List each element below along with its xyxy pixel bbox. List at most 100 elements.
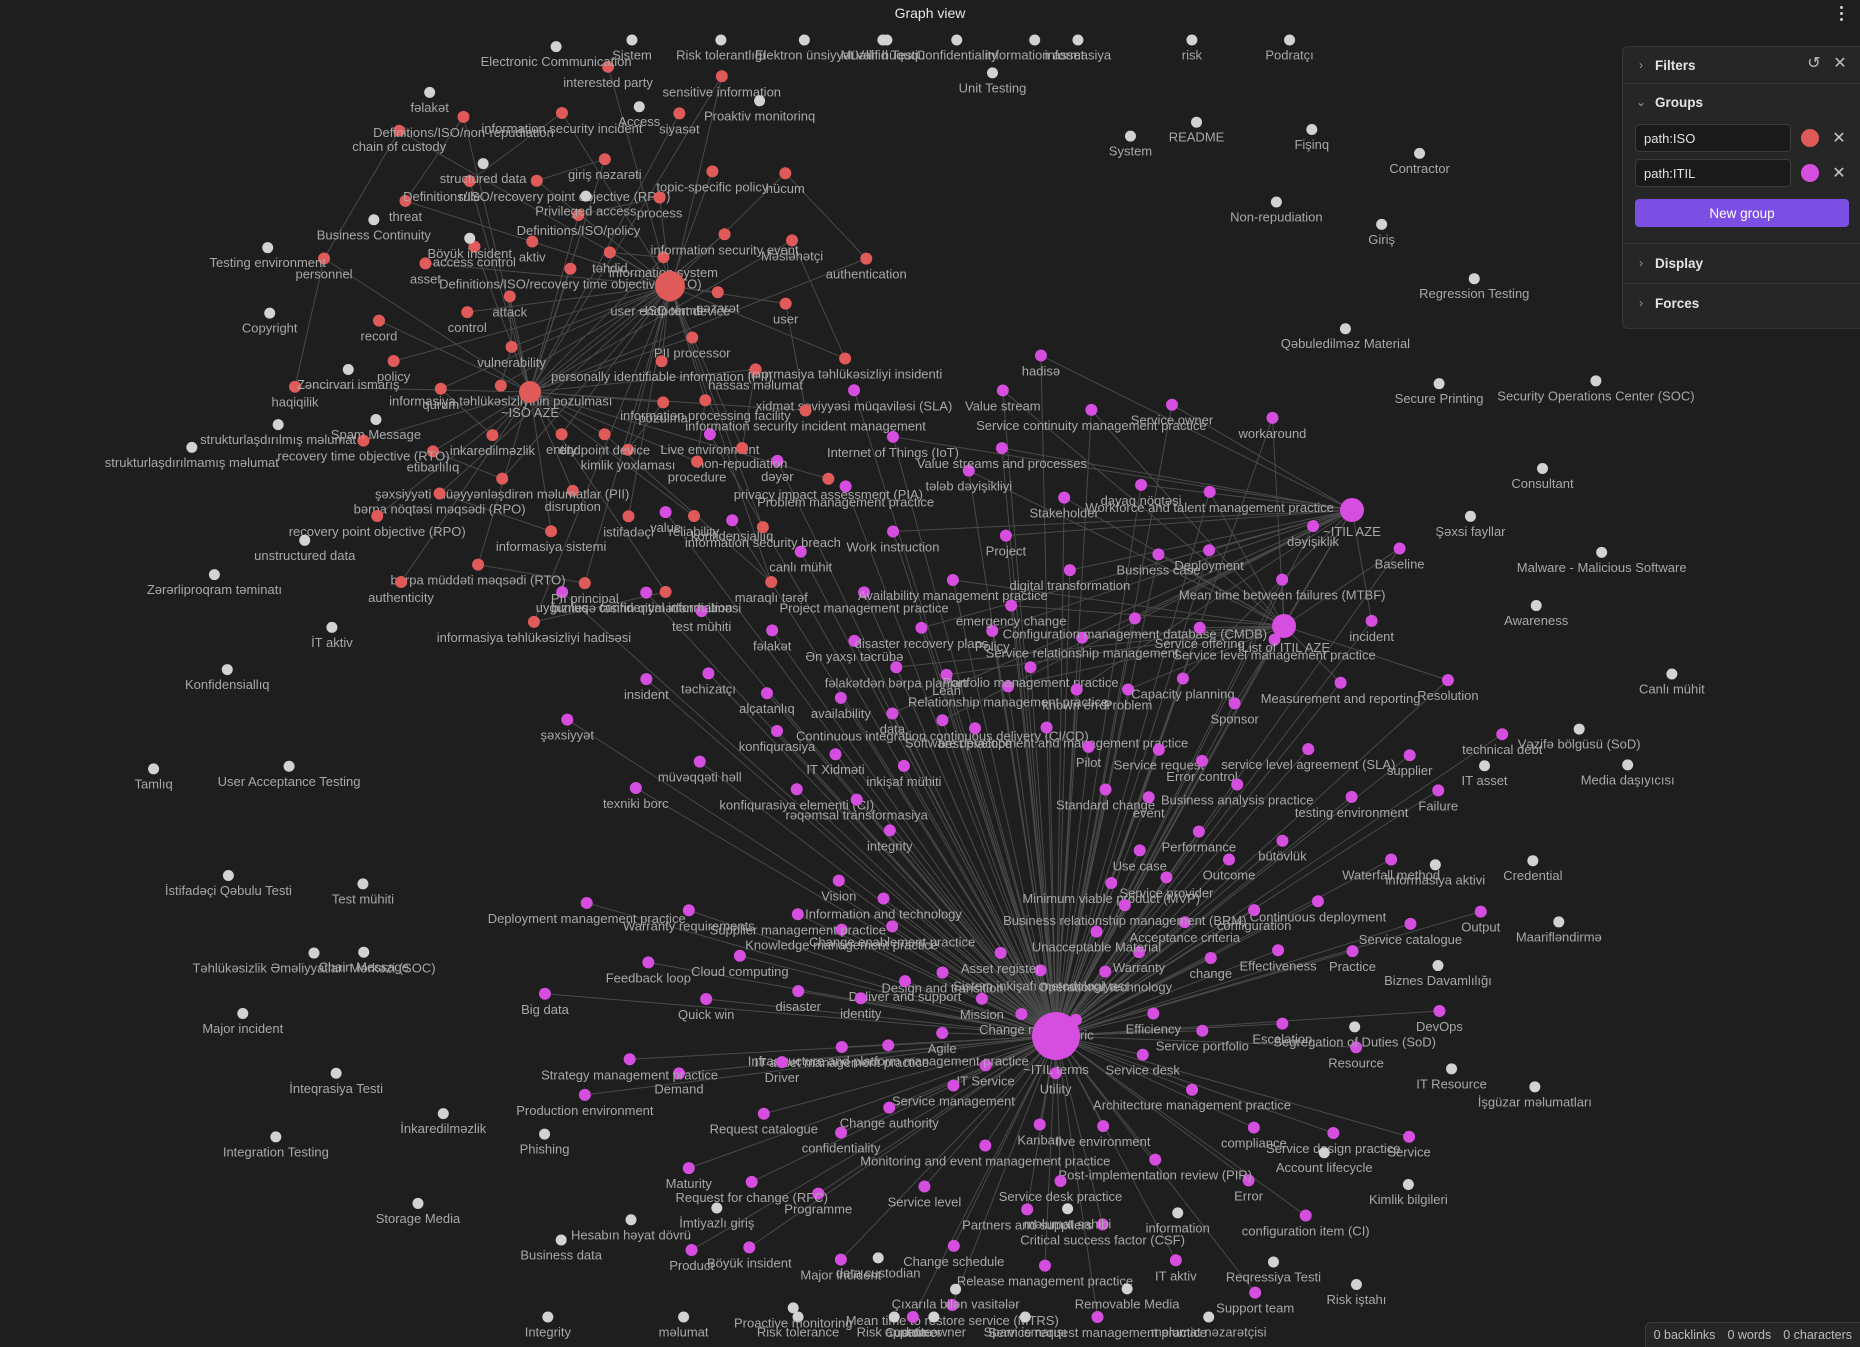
graph-node[interactable]: Product [669, 1244, 714, 1273]
graph-node-dot[interactable] [975, 992, 988, 1005]
graph-node-dot[interactable] [264, 307, 276, 319]
graph-node-dot[interactable] [786, 234, 799, 247]
graph-node[interactable]: şəxsiyyət [541, 713, 595, 743]
graph-node[interactable]: Lean [932, 668, 961, 698]
graph-node[interactable]: Cloud computing [691, 949, 789, 979]
graph-node[interactable]: informasiya sistemi [496, 525, 607, 554]
graph-node[interactable]: fəlakət [753, 624, 792, 653]
close-icon[interactable]: ✕ [1833, 55, 1847, 72]
graph-node[interactable]: Regression Testing [1419, 273, 1529, 301]
graph-node-dot[interactable] [1118, 899, 1131, 912]
graph-node[interactable]: Definitions/ISO/non-repudiation [373, 110, 554, 140]
graph-node[interactable]: nəzarət [696, 286, 740, 315]
graph-node-dot[interactable] [1496, 728, 1509, 741]
graph-node[interactable]: Vision [821, 874, 856, 904]
graph-node[interactable]: Change schedule [903, 1239, 1004, 1269]
graph-node[interactable]: Project management practice [779, 586, 949, 615]
graph-node-dot[interactable] [372, 314, 385, 327]
graph-node[interactable]: Continuous integration continuous delive… [796, 714, 1089, 743]
graph-node-dot[interactable] [757, 1107, 770, 1120]
graph-node-dot[interactable] [890, 661, 903, 674]
graph-node[interactable]: ~ITIL terms [1023, 1012, 1089, 1077]
graph-node-dot[interactable] [745, 1175, 758, 1188]
graph-node[interactable]: compliance [1221, 1121, 1287, 1151]
graph-node-dot[interactable] [629, 781, 642, 794]
graph-node-dot[interactable] [1350, 1041, 1363, 1054]
graph-node[interactable]: informasiya təhlükəsizliyi insidenti [748, 352, 942, 381]
graph-node[interactable]: Zərərliproqram təminatı [147, 569, 282, 597]
graph-node-dot[interactable] [1099, 965, 1112, 978]
graph-node-dot[interactable] [1530, 600, 1542, 612]
graph-node-dot[interactable] [526, 235, 539, 248]
graph-node[interactable]: uyğunluq [536, 586, 589, 615]
graph-node[interactable]: İnkaredilməzlik [400, 1108, 487, 1136]
graph-node[interactable]: disaster recovery plans [855, 621, 989, 651]
graph-node[interactable]: confidential information [599, 585, 733, 615]
graph-node[interactable]: Təhlükəsizlik Əməliyyatları Mərkəzi (SOC… [192, 947, 436, 976]
graph-node[interactable]: Deliver and support [849, 975, 962, 1004]
graph-node-dot[interactable] [771, 725, 784, 738]
graph-node[interactable]: Spam ismarışı [984, 1311, 1067, 1340]
graph-node[interactable]: Risk iştahı [1326, 1279, 1386, 1307]
graph-node[interactable]: Sistem [612, 34, 652, 63]
graph-node-dot[interactable] [530, 174, 543, 187]
graph-node[interactable]: Segregation of Duties (SoD) [1273, 1021, 1436, 1049]
graph-node-dot[interactable] [682, 1162, 695, 1175]
graph-node[interactable]: Release management practice [957, 1259, 1133, 1289]
graph-node-dot[interactable] [1062, 1203, 1074, 1215]
graph-node[interactable]: Deployment management practice [488, 896, 686, 926]
graph-node[interactable]: Service management [892, 1079, 1015, 1108]
graph-node[interactable]: best practice [938, 722, 1012, 751]
graph-node-dot[interactable] [736, 441, 749, 454]
graph-node-dot[interactable] [1136, 1048, 1149, 1061]
graph-node[interactable]: Access [618, 101, 661, 129]
graph-node[interactable]: data owner [902, 1311, 967, 1340]
graph-node[interactable]: information security breach [685, 521, 841, 550]
graph-node[interactable]: Business analysis practice [1161, 778, 1313, 808]
graph-node-dot[interactable] [1573, 723, 1585, 735]
graph-node[interactable]: Request catalogue [710, 1107, 818, 1137]
graph-node-dot[interactable] [969, 722, 982, 735]
graph-node-dot[interactable] [1403, 749, 1416, 762]
graph-node[interactable]: Software development and management prac… [905, 721, 1188, 751]
graph-node[interactable]: Service request [1114, 743, 1205, 773]
graph-node-dot[interactable] [940, 668, 953, 681]
graph-node-dot[interactable] [858, 586, 871, 599]
graph-node-dot[interactable] [887, 525, 900, 538]
graph-node[interactable]: Error [1234, 1174, 1264, 1203]
new-group-button[interactable]: New group [1635, 199, 1849, 227]
graph-node-dot[interactable] [1196, 754, 1209, 767]
graph-node[interactable]: test mühiti [672, 605, 731, 634]
graph-node-dot[interactable] [995, 442, 1008, 455]
graph-node-dot[interactable] [899, 975, 912, 988]
graph-node-dot[interactable] [1318, 1147, 1330, 1159]
forces-section[interactable]: › Forces [1623, 288, 1860, 318]
graph-node-dot[interactable] [399, 194, 412, 207]
graph-node-dot[interactable] [754, 95, 766, 107]
graph-node[interactable]: Infrastructure and platform management p… [748, 1039, 1029, 1068]
graph-node[interactable]: Critical success factor (CSF) [1020, 1218, 1185, 1247]
graph-node[interactable]: Confidentiality [916, 34, 998, 63]
graph-node[interactable]: Supplier management practice [710, 908, 886, 937]
graph-node[interactable]: siyasət [659, 107, 700, 136]
graph-node-dot[interactable] [946, 1298, 959, 1311]
graph-node-dot[interactable] [1432, 960, 1444, 972]
graph-node[interactable]: Maarifləndirmə [1516, 916, 1602, 944]
graph-node[interactable]: workaround [1237, 411, 1306, 441]
graph-node[interactable]: Programme [784, 1187, 852, 1217]
graph-node[interactable]: alçatanlıq [739, 687, 795, 716]
graph-node-dot[interactable] [426, 445, 439, 458]
graph-node[interactable]: information processing facility [620, 394, 791, 423]
graph-node-dot[interactable] [640, 586, 653, 599]
graph-node[interactable]: Unacceptable Material [1032, 925, 1161, 955]
graph-node[interactable]: incident [1349, 614, 1394, 644]
graph-node[interactable]: Asset register [961, 946, 1041, 976]
graph-node-dot[interactable] [299, 534, 311, 546]
graph-node[interactable]: information security incident [481, 107, 643, 136]
graph-node-dot[interactable] [877, 34, 889, 46]
graph-node-dot[interactable] [148, 763, 160, 775]
graph-node[interactable]: Utility [1040, 1067, 1072, 1096]
graph-node[interactable]: Non-repudiation [1230, 196, 1323, 225]
graph-node-dot[interactable] [370, 413, 382, 425]
